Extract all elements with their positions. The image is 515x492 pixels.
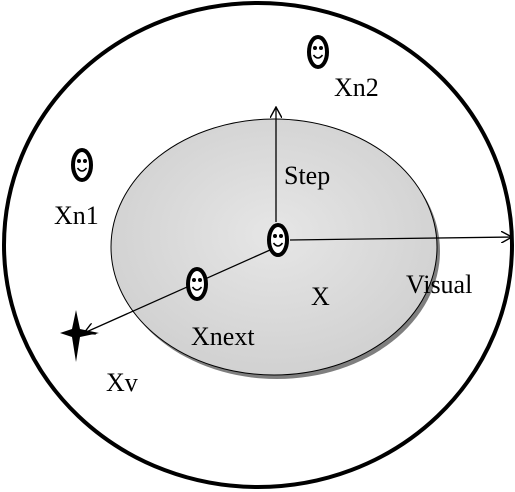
label-step: Step xyxy=(284,161,330,190)
label-x: X xyxy=(311,282,330,311)
four-point-star-icon xyxy=(60,310,99,362)
label-xnext: Xnext xyxy=(191,322,255,351)
label-xn1: Xn1 xyxy=(54,201,99,230)
label-visual: Visual xyxy=(406,270,472,299)
label-xv: Xv xyxy=(106,368,138,397)
agent-xn2-smiley-icon xyxy=(307,35,329,69)
agent-xn1-smiley-icon xyxy=(71,148,93,182)
visual-arrow xyxy=(289,237,512,240)
label-xn2: Xn2 xyxy=(334,73,379,102)
agent-xnext-smiley-icon xyxy=(186,267,208,301)
xv-direction-arrow xyxy=(84,249,271,333)
agent-x-smiley-icon xyxy=(267,223,289,257)
